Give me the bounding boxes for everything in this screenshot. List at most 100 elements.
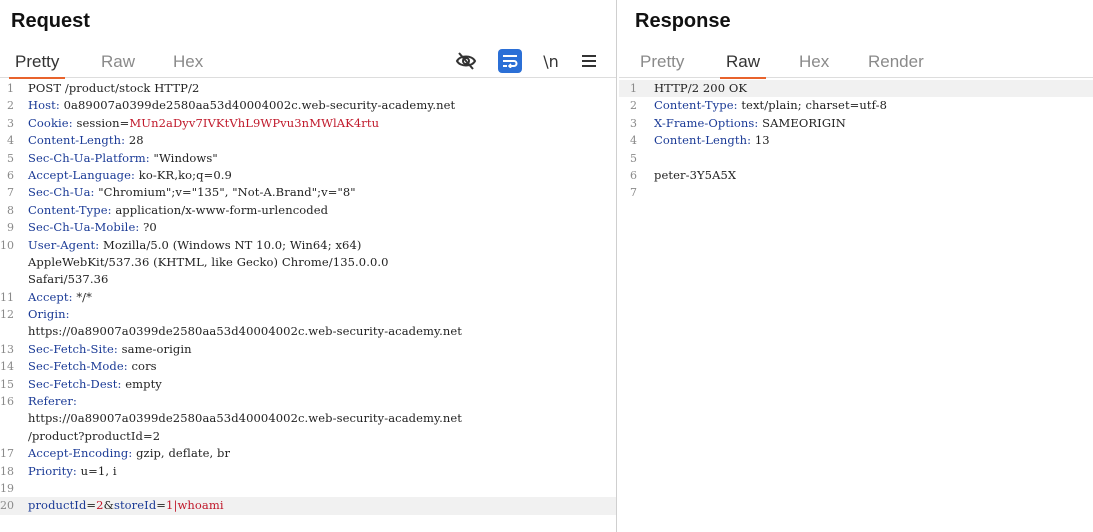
tab-hex[interactable]: Hex bbox=[173, 52, 204, 71]
header-value: empty bbox=[121, 376, 162, 391]
header-name: Origin: bbox=[28, 307, 70, 322]
line-number: 13 bbox=[0, 342, 14, 356]
editor-line[interactable]: https://0a89007a0399de2580aa53d40004002c… bbox=[0, 323, 616, 340]
line-content: Cookie: session=MUn2aDyv7IVKtVhL9WPvu3nM… bbox=[28, 116, 379, 130]
line-number: 9 bbox=[7, 221, 14, 235]
editor-line[interactable]: 5 bbox=[619, 150, 1093, 167]
line-content: Safari/537.36 bbox=[28, 272, 108, 286]
editor-line[interactable]: https://0a89007a0399de2580aa53d40004002c… bbox=[0, 410, 616, 427]
line-content: Sec-Fetch-Mode: cors bbox=[28, 359, 157, 373]
line-content: https://0a89007a0399de2580aa53d40004002c… bbox=[28, 411, 462, 425]
line-content: X-Frame-Options: SAMEORIGIN bbox=[654, 116, 846, 130]
cookie-value: MUn2aDyv7IVKtVhL9WPvu3nMWlAK4rtu bbox=[129, 115, 380, 130]
param-value: 1|whoami bbox=[166, 498, 224, 513]
line-content: https://0a89007a0399de2580aa53d40004002c… bbox=[28, 324, 462, 338]
editor-line[interactable]: 3 X-Frame-Options: SAMEORIGIN bbox=[619, 115, 1093, 132]
eye-slash-icon[interactable] bbox=[455, 50, 477, 72]
param-equals: = bbox=[86, 498, 97, 513]
header-name: Content-Type: bbox=[28, 202, 112, 217]
header-value: session= bbox=[72, 115, 130, 130]
tab-render[interactable]: Render bbox=[868, 52, 924, 71]
editor-line[interactable]: 6 peter-3Y5A5X bbox=[619, 167, 1093, 184]
tab-pretty[interactable]: Pretty bbox=[640, 52, 685, 71]
line-text: Safari/537.36 bbox=[28, 272, 109, 287]
line-number: 7 bbox=[630, 186, 637, 200]
tab-raw[interactable]: Raw bbox=[719, 52, 767, 79]
header-value: "Windows" bbox=[149, 150, 218, 165]
line-text: AppleWebKit/537.36 (KHTML, like Gecko) C… bbox=[28, 254, 389, 269]
line-number: 17 bbox=[0, 447, 14, 461]
line-content: Content-Length: 13 bbox=[654, 133, 770, 147]
header-name: Priority: bbox=[28, 463, 77, 478]
line-number: 10 bbox=[0, 238, 14, 252]
line-content: Sec-Ch-Ua-Platform: "Windows" bbox=[28, 151, 218, 165]
line-content: peter-3Y5A5X bbox=[654, 168, 736, 182]
line-number: 1 bbox=[630, 82, 637, 95]
line-number: 6 bbox=[630, 168, 637, 182]
header-name: Sec-Fetch-Mode: bbox=[28, 359, 128, 374]
line-content: Sec-Fetch-Site: same-origin bbox=[28, 342, 192, 356]
line-number: 11 bbox=[0, 290, 14, 304]
editor-line[interactable]: AppleWebKit/537.36 (KHTML, like Gecko) C… bbox=[0, 254, 616, 271]
newline-toggle[interactable]: \n bbox=[543, 51, 559, 71]
param-name: storeId bbox=[113, 498, 157, 513]
header-value: 0a89007a0399de2580aa53d40004002c.web-sec… bbox=[59, 98, 456, 113]
line-content: Content-Length: 28 bbox=[28, 133, 144, 147]
line-number: 7 bbox=[7, 186, 14, 200]
response-tabs: Pretty Raw Hex Render bbox=[619, 48, 1093, 79]
editor-line[interactable]: Safari/537.36 bbox=[0, 271, 616, 288]
editor-line[interactable]: 13 Sec-Fetch-Site: same-origin bbox=[0, 341, 616, 358]
line-text: HTTP/2 200 OK bbox=[654, 81, 748, 95]
header-name: Accept-Language: bbox=[28, 167, 136, 182]
request-pane: Request Pretty Raw Hex \n bbox=[0, 0, 617, 532]
line-number: 16 bbox=[0, 395, 14, 409]
line-content: Host: 0a89007a0399de2580aa53d40004002c.w… bbox=[28, 98, 455, 112]
hamburger-menu-icon[interactable] bbox=[578, 50, 600, 72]
line-number: 3 bbox=[630, 116, 637, 130]
param-name: productId bbox=[28, 498, 87, 513]
header-value: cors bbox=[127, 359, 157, 374]
editor-line[interactable]: 7 bbox=[619, 184, 1093, 201]
editor-line[interactable]: 1 HTTP/2 200 OK bbox=[619, 80, 1093, 98]
editor-line[interactable]: /product?productId=2 bbox=[0, 428, 616, 445]
line-content: Origin: bbox=[28, 307, 70, 321]
header-value: gzip, deflate, br bbox=[132, 446, 231, 461]
header-name: Sec-Ch-Ua-Platform: bbox=[28, 150, 150, 165]
line-number: 20 bbox=[0, 499, 14, 513]
header-name: Sec-Ch-Ua-Mobile: bbox=[28, 220, 140, 235]
text-wrap-icon[interactable] bbox=[498, 49, 522, 73]
line-text: https://0a89007a0399de2580aa53d40004002c… bbox=[28, 411, 462, 426]
tab-raw[interactable]: Raw bbox=[101, 52, 136, 71]
line-number: 8 bbox=[7, 203, 14, 217]
tab-pretty[interactable]: Pretty bbox=[8, 52, 66, 79]
header-name: Host: bbox=[28, 98, 60, 113]
line-number: 15 bbox=[0, 377, 14, 391]
line-content: Accept-Language: ko-KR,ko;q=0.9 bbox=[28, 168, 232, 182]
header-name: Content-Length: bbox=[654, 133, 752, 148]
tab-hex[interactable]: Hex bbox=[799, 52, 830, 71]
editor-line[interactable]: 19 bbox=[0, 480, 616, 497]
